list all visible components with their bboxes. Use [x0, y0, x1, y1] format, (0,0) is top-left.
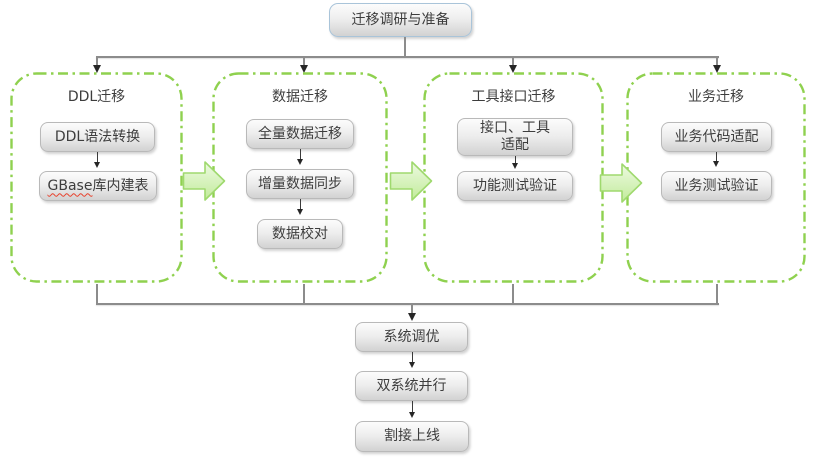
step-label-rest: 库内建表 [92, 177, 149, 194]
step-connector-line [411, 352, 413, 363]
connector-root-drop [404, 37, 406, 56]
connector-drop-4 [716, 57, 718, 66]
arrow-down-icon [296, 209, 303, 215]
connector-drop-2 [303, 57, 305, 66]
arrow-down-icon [408, 362, 415, 368]
step-node-data-verification: 数据校对 [257, 219, 343, 249]
root-node-label: 迁移调研与准备 [351, 11, 450, 28]
flow-arrow-right-icon [599, 163, 643, 203]
step-connector-line [96, 152, 98, 163]
step-label-line2: 适配 [501, 137, 529, 153]
phase-title-tools: 工具接口迁移 [471, 89, 556, 105]
step-label: 双系统并行 [376, 377, 447, 394]
final-node-cutover-golive: 割接上线 [355, 421, 469, 452]
connector-center-drop [411, 305, 413, 314]
step-label: 增量数据同步 [258, 175, 342, 192]
step-label: 功能测试验证 [473, 177, 557, 194]
step-node-ddl-syntax: DDL语法转换 [40, 122, 155, 152]
step-label-line1: 接口、工具 [480, 120, 550, 136]
step-label: 系统调优 [383, 328, 440, 345]
step-label: 割接上线 [384, 428, 440, 444]
final-node-system-tuning: 系统调优 [355, 322, 468, 352]
connector-drop-3 [512, 57, 514, 66]
flow-arrow-right-icon [182, 161, 226, 201]
arrow-down-icon [93, 162, 100, 168]
connector-bottom-rail [96, 303, 719, 305]
arrow-down-icon [92, 65, 101, 73]
arrow-down-icon [296, 159, 303, 165]
arrow-down-icon [712, 65, 721, 73]
connector-rise-4 [716, 284, 718, 304]
root-node: 迁移调研与准备 [329, 3, 472, 37]
step-connector-line [299, 149, 301, 160]
phase-title-ddl: DDL迁移 [67, 89, 126, 105]
arrow-down-icon [508, 65, 517, 73]
step-label: 业务代码适配 [674, 128, 759, 145]
step-connector-line [299, 199, 301, 210]
step-label: GBase库内建表 [48, 178, 149, 195]
step-connector-line [514, 156, 516, 164]
arrow-down-icon [712, 161, 719, 167]
step-node-business-code-adaptation: 业务代码适配 [661, 122, 772, 152]
phase-title-data: 数据迁移 [272, 89, 328, 105]
step-label: 全量数据迁移 [258, 125, 342, 142]
step-node-full-data-migration: 全量数据迁移 [246, 119, 354, 149]
step-node-incremental-sync: 增量数据同步 [246, 169, 354, 199]
arrow-down-icon [408, 412, 415, 418]
step-label: DDL语法转换 [54, 128, 141, 145]
final-node-dual-system-parallel: 双系统并行 [355, 371, 468, 401]
step-node-business-test: 业务测试验证 [661, 171, 772, 201]
phase-panel-ddl-border [10, 72, 183, 283]
arrow-down-icon [407, 313, 416, 321]
step-connector-line [715, 152, 717, 162]
step-node-function-test: 功能测试验证 [457, 171, 573, 201]
connector-rise-2 [303, 284, 305, 304]
connector-rise-1 [96, 284, 98, 304]
phase-title-business: 业务迁移 [688, 89, 744, 105]
connector-drop-1 [96, 57, 98, 66]
arrow-down-icon [299, 65, 308, 73]
step-node-interface-tool-adaptation: 接口、工具 适配 [457, 118, 573, 156]
step-node-gbase-create-table: GBase库内建表 [39, 171, 157, 201]
phase-panel-data-border [212, 72, 388, 283]
step-connector-line [411, 401, 413, 413]
arrow-down-icon [511, 163, 518, 169]
connector-rise-3 [512, 284, 514, 304]
flow-arrow-right-icon [389, 161, 433, 201]
step-label: 业务测试验证 [674, 177, 759, 194]
connector-top-rail [96, 56, 719, 58]
step-label-misspelled: GBase [47, 177, 93, 194]
step-label: 数据校对 [272, 225, 328, 242]
